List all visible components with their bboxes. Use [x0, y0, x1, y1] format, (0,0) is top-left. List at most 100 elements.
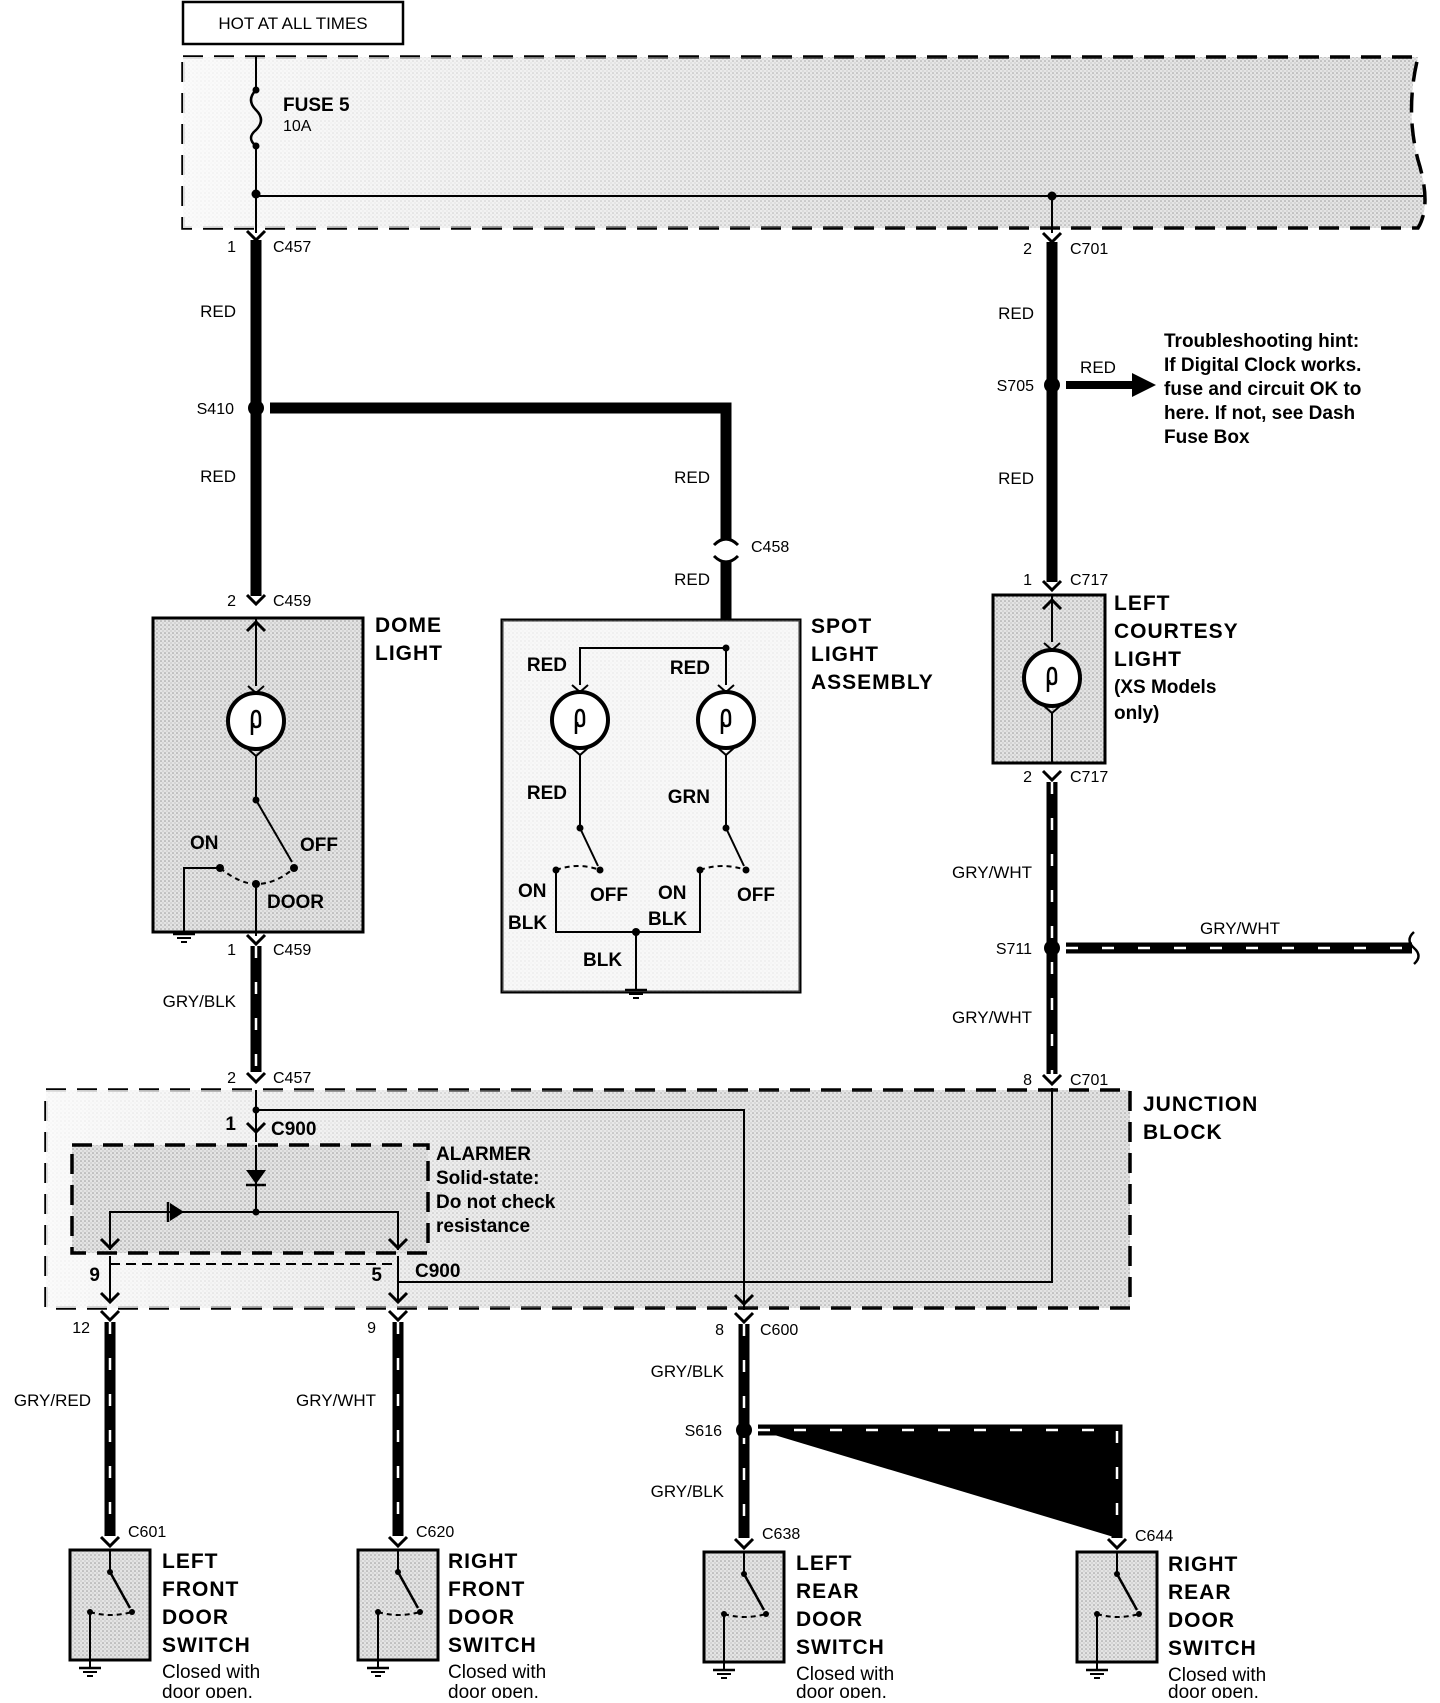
splice-s705-label: S705 — [997, 378, 1034, 395]
alarmer-label-3: Do not check — [436, 1192, 556, 1213]
hint-line-1: Troubleshooting hint: — [1164, 331, 1359, 352]
lf-line-4: SWITCH — [162, 1634, 251, 1657]
alarmer-label-2: Solid-state: — [436, 1168, 539, 1189]
courtesy-label-1: LEFT — [1114, 592, 1171, 615]
alarmer-label-1: ALARMER — [436, 1144, 531, 1165]
rr-note-2: door open. — [1168, 1682, 1259, 1698]
c701-top-name: C701 — [1070, 241, 1108, 258]
right-rear-door-switch-icon — [1075, 1550, 1159, 1664]
c638-fork-icon — [733, 1537, 755, 1550]
dome-light-box — [151, 616, 365, 934]
splice-s711 — [1044, 940, 1060, 956]
c457-bot-connector-icon — [245, 1071, 267, 1084]
c701-top-connector-icon — [1041, 231, 1063, 244]
c457-top-name: C457 — [273, 239, 311, 256]
spot-right-switch-blade — [725, 827, 745, 867]
hint-line-5: Fuse Box — [1164, 427, 1250, 448]
c458-connector-icon-top — [712, 537, 740, 547]
c900-top-name: C900 — [271, 1119, 316, 1140]
rr-line-4: SWITCH — [1168, 1637, 1257, 1660]
courtesy-label-2: COURTESY — [1114, 620, 1239, 643]
alarmer-wire-right — [256, 1211, 399, 1250]
spot-blk-bus — [555, 870, 701, 933]
c600-right-name: C600 — [760, 1322, 798, 1339]
c457-bot-pin: 2 — [227, 1070, 236, 1087]
wire-label-gry-wht-2: GRY/WHT — [1200, 919, 1280, 938]
wire-red-s410-c458 — [270, 402, 732, 539]
spot-light-label-3: ASSEMBLY — [811, 671, 934, 694]
courtesy-label-5: only) — [1114, 703, 1159, 724]
splice-s410 — [248, 400, 264, 416]
c457-bot-name: C457 — [273, 1070, 311, 1087]
right-front-door-switch-icon — [356, 1548, 440, 1662]
wire-label-gry-blk-4: GRY/BLK — [1027, 1482, 1101, 1501]
lr-line-3: DOOR — [796, 1608, 863, 1631]
left-rear-door-switch-label: LEFT REAR DOOR SWITCH Closed with door o… — [796, 1552, 894, 1703]
c600-mid-pin: 9 — [367, 1320, 376, 1337]
junction-label-2: BLOCK — [1143, 1121, 1223, 1144]
hot-at-all-times-box — [181, 0, 405, 46]
alarmer-diode-down-icon — [246, 1170, 266, 1184]
hot-at-all-times-label: HOT AT ALL TIMES — [218, 14, 367, 33]
hint-arrow-icon — [1132, 373, 1156, 397]
c900-bot-pin-right: 5 — [371, 1265, 382, 1286]
spot-left-switch-arc — [555, 865, 601, 871]
left-front-door-switch-icon — [68, 1548, 152, 1662]
c701-bot-connector-icon — [1041, 1073, 1063, 1086]
rf-note-1: Closed with — [448, 1662, 546, 1683]
c459-top-pin: 2 — [227, 593, 236, 610]
c600-left-pin: 12 — [72, 1320, 90, 1337]
c717-top-connector-icon — [1041, 579, 1063, 592]
c600-right-pin: 8 — [715, 1322, 724, 1339]
hint-line-2: If Digital Clock works. — [1164, 355, 1361, 376]
right-rear-ground-icon — [1084, 1660, 1110, 1680]
spot-grn-label: GRN — [668, 787, 710, 808]
spot-blk-label-3: BLK — [583, 950, 622, 971]
wire-label-red-7: RED — [998, 469, 1034, 488]
right-front-ground-icon — [365, 1658, 391, 1678]
c644-fork-icon — [1106, 1537, 1128, 1550]
left-front-ground-icon — [77, 1658, 103, 1678]
spot-left-on-label: ON — [518, 881, 547, 902]
spot-blk-label-1: BLK — [508, 913, 547, 934]
spot-red-label-3: RED — [527, 783, 567, 804]
left-front-door-switch-label: LEFT FRONT DOOR SWITCH Closed with door … — [162, 1550, 260, 1703]
rf-note-2: door open. — [448, 1682, 539, 1698]
dome-light-label-2: LIGHT — [375, 642, 443, 665]
c600-right-fork-icon — [733, 1311, 755, 1324]
junction-label-1: JUNCTION — [1143, 1093, 1258, 1116]
c644-name: C644 — [1135, 1528, 1173, 1545]
wire-label-red-1: RED — [200, 302, 236, 321]
spot-blk-label-2: BLK — [648, 909, 687, 930]
right-front-door-switch-label: RIGHT FRONT DOOR SWITCH Closed with door… — [448, 1550, 546, 1703]
spot-red-label-2: RED — [670, 658, 710, 679]
alarmer-label-4: resistance — [436, 1216, 530, 1237]
spot-light-label-2: LIGHT — [811, 643, 879, 666]
lf-note-2: door open. — [162, 1682, 253, 1698]
c717-bot-name: C717 — [1070, 769, 1108, 786]
spot-wire-left-bulb — [579, 647, 726, 685]
c900-top-pin: 1 — [225, 1114, 236, 1135]
dome-door-label: DOOR — [267, 892, 324, 913]
left-rear-ground-icon — [711, 1660, 737, 1680]
c600-mid-fork-icon — [387, 1309, 409, 1322]
rf-line-3: DOOR — [448, 1606, 515, 1629]
c601-name: C601 — [128, 1524, 166, 1541]
hint-line-3: fuse and circuit OK to — [1164, 379, 1361, 400]
wire-label-red-6: RED — [1080, 358, 1116, 377]
alarmer-wire-left — [109, 1211, 256, 1250]
spot-light-label-1: SPOT — [811, 615, 872, 638]
rf-line-2: FRONT — [448, 1578, 525, 1601]
lf-note-1: Closed with — [162, 1662, 260, 1683]
alarmer-diode-left-icon — [170, 1203, 184, 1221]
wire-label-red-2: RED — [200, 467, 236, 486]
c717-bot-pin: 2 — [1023, 769, 1032, 786]
rr-note-1: Closed with — [1168, 1665, 1266, 1686]
splice-s616 — [736, 1422, 752, 1438]
alarmer-box — [70, 1143, 430, 1255]
wire-gry-blk-rr-stripe — [758, 1428, 1119, 1538]
lf-line-1: LEFT — [162, 1550, 219, 1573]
fuse-bus-node — [251, 189, 261, 199]
c459-bot-name: C459 — [273, 942, 311, 959]
